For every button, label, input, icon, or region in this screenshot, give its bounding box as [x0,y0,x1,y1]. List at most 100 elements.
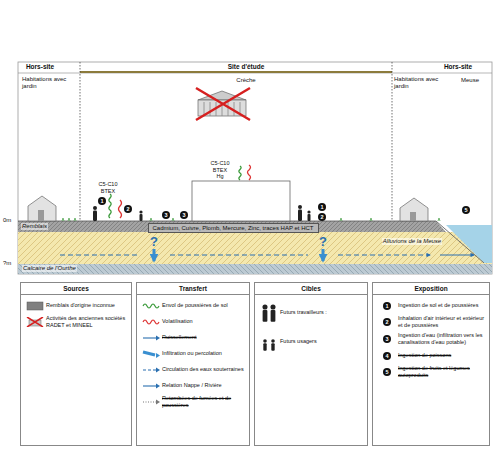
legend-sample [141,349,161,359]
legend-icon [140,317,162,327]
depth-label: ?m [3,260,11,267]
callout-number: 1 [318,203,326,211]
legend-icon [140,381,162,391]
legend-sample [259,330,279,352]
callout-number: 2 [124,205,132,213]
arrow-sample [143,385,156,386]
dust-wave [109,194,111,218]
house-icon [400,198,428,221]
wave-sample [143,320,159,324]
legend-sample [141,397,161,407]
legend-sample [25,317,45,327]
legend-sample [141,333,161,343]
legend-row: Relation Nappe / Rivière [140,379,246,392]
drawing-part [298,205,302,209]
legend-sample [25,301,45,311]
legend-row: 3Ingestion d'eau (infiltration vers les … [376,332,486,346]
zone-label: Hors-site [26,63,54,70]
person-head [270,304,275,309]
legend-text: Inhalation d'air intérieur et extérieur … [398,315,486,329]
house-icon [28,196,56,221]
legend-row: Circulation des eaux souterraines [140,363,246,376]
area-label: Habitations avec jardin [22,76,74,90]
legend-panel: CiblesFuturs travailleurs : Futurs usager… [254,282,368,446]
legend-icon: 2 [376,318,398,326]
legend-text: Ingestion de fruits et légumes autoprodu… [398,365,486,379]
drawing-part [140,214,143,221]
legend-row: 2 Inhalation d'air intérieur et extérieur… [376,315,486,329]
creche-icon [196,88,250,120]
legend-panel: TransfertEnvol de poussières de solVolat… [136,282,250,446]
person-body [271,343,274,351]
legend-row: Retombées de fumées et de poussières [140,395,246,409]
legend-icon [140,365,162,375]
callout-number: 3 [180,211,188,219]
site-bar [80,71,392,73]
legend-swatch [27,302,43,310]
arrow-head [156,400,160,405]
legend-text: Relation Nappe / Rivière [162,382,246,389]
legend-text: Retombées de fumées et de poussières [162,395,246,409]
legend-icon: 3 [376,335,398,343]
legend-text: Envol de poussières de sol [162,302,246,309]
area-label: Habitations avec jardin [394,76,446,90]
volatilisation-wave [248,165,251,180]
legend-row: 4Ingestion de poissons [376,349,486,362]
layer-label: Remblais [21,223,48,230]
legend-text: Activités des anciennes sociétés RADET e… [46,315,128,329]
person-body [271,310,276,322]
layer-label: Calcaire de l'Ourthe [22,265,77,272]
dust-wave [239,166,241,180]
legend-icon [258,301,280,323]
wave-sample [143,304,159,308]
house-door [38,210,44,221]
callout-number: 1 [98,197,106,205]
arrow-head [156,335,160,340]
drawing-part [62,218,440,221]
legend-text: Futurs travailleurs : [280,309,364,316]
legend-sample [141,381,161,391]
legend-icon: 5 [376,368,398,376]
callout-number: 2 [318,213,326,221]
volatilisation-wave [119,200,122,218]
unknown-mark: ? [319,235,327,248]
legend-text: Futurs usagers [280,338,364,345]
panel-heading: Sources [21,283,131,295]
arrow-sample [143,401,156,402]
legend-sample [141,317,161,327]
callout-number: 1 [383,302,391,310]
callout-number: 5 [462,206,470,214]
legend-row: Volatilisation [140,315,246,328]
building-label: Crèche [236,77,255,84]
legend-icon [24,317,46,327]
legend-row: 1Ingestion de sol et de poussières [376,299,486,312]
panel-heading: Cibles [255,283,367,295]
callout-number: 3 [162,211,170,219]
legend-row: Infiltration ou percolation [140,347,246,360]
pollutant-label: C5-C10 BTEX [96,181,120,194]
unknown-mark: ? [150,235,158,248]
legend-text: Ingestion d'eau (infiltration vers les c… [398,332,486,346]
backfill-layer [18,221,446,232]
legend-list: Futurs travailleurs : Futurs usagers [255,295,367,360]
legend-text: Ruissellement [162,334,246,341]
callout-number: 2 [383,318,391,326]
legend-text: Infiltration ou percolation [162,350,246,357]
depth-label: 0m [3,217,11,224]
drawing-part [307,210,310,213]
house-door [410,212,416,221]
arrow-sample [143,352,155,355]
legend-row: Activités des anciennes sociétés RADET e… [24,315,128,329]
legend-icon: 4 [376,352,398,360]
drawing-part [139,210,142,213]
arrow-head [156,353,160,358]
person-head [262,304,267,309]
drawing-part [93,211,97,222]
legend-icon [140,301,162,311]
people-icons [93,205,311,221]
site-limit [80,62,81,221]
pollutant-label: C5-C10 BTEX Hg [209,160,231,180]
legend-list: 1Ingestion de sol et de poussières 2 Inhal… [373,295,489,385]
diagram-frame [18,62,492,274]
legend-icon [258,330,280,352]
